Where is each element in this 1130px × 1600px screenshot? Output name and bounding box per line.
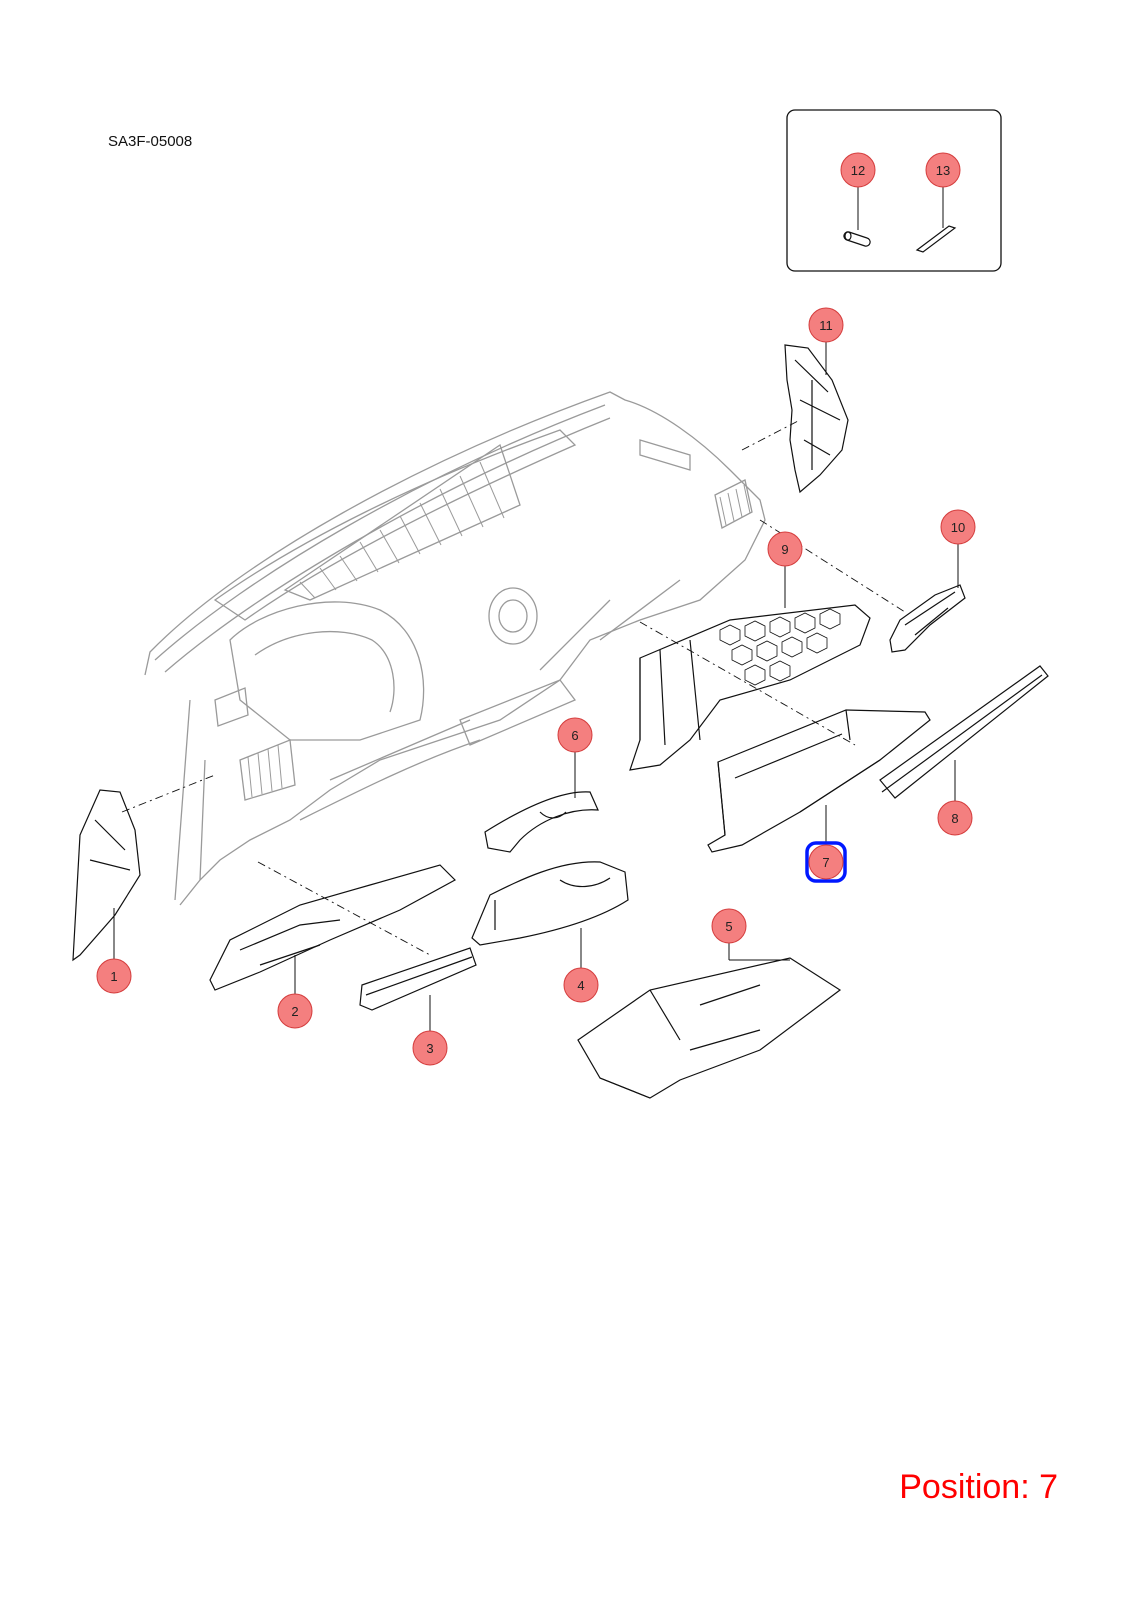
callout-8[interactable]: 8 (937, 800, 973, 836)
callout-circle (840, 152, 876, 188)
part-4-shroud-lower (471, 861, 629, 946)
callout-number: 13 (936, 163, 950, 178)
callout-number: 2 (291, 1004, 298, 1019)
position-label: Position: 7 (899, 1468, 1058, 1506)
part-6-shroud-upper (484, 791, 599, 853)
callout-number: 11 (819, 318, 833, 333)
callout-13[interactable]: 13 (925, 152, 961, 188)
callout-number: 9 (781, 542, 788, 557)
part-3-knee-cover (359, 947, 477, 1011)
callout-6[interactable]: 6 (557, 717, 593, 753)
callout-7[interactable]: 7 (805, 841, 847, 883)
callout-number: 12 (851, 163, 865, 178)
assembly-dash-lines (121, 419, 906, 956)
callout-3[interactable]: 3 (412, 1030, 448, 1066)
callout-5[interactable]: 5 (711, 908, 747, 944)
callout-circle (96, 958, 132, 994)
callout-2[interactable]: 2 (277, 993, 313, 1029)
part-11-end-panel (784, 344, 849, 494)
callout-circle (925, 152, 961, 188)
instrument-panel (144, 391, 766, 906)
callout-circle (808, 844, 844, 880)
callout-circle (767, 531, 803, 567)
callout-number: 6 (571, 728, 578, 743)
callout-circle (277, 993, 313, 1029)
callout-number: 10 (951, 520, 965, 535)
callout-number: 1 (110, 969, 117, 984)
part-8-trim-strip (879, 665, 1049, 799)
callout-number: 4 (577, 978, 584, 993)
callout-number: 7 (822, 855, 829, 870)
part-5-storage-tray (577, 957, 842, 1099)
callout-circle (563, 967, 599, 1003)
callout-4[interactable]: 4 (563, 967, 599, 1003)
callout-10[interactable]: 10 (940, 509, 976, 545)
callout-circle (808, 307, 844, 343)
callout-circle (557, 717, 593, 753)
selected-callout-outline (805, 841, 847, 883)
callout-12[interactable]: 12 (840, 152, 876, 188)
pad-part-13 (915, 225, 957, 253)
callout-circle (937, 800, 973, 836)
callout-circle (940, 509, 976, 545)
clip-part-12 (843, 231, 871, 247)
part-7-glovebox (707, 709, 931, 853)
callout-number: 3 (426, 1041, 433, 1056)
callout-1[interactable]: 1 (96, 958, 132, 994)
callout-number: 5 (725, 919, 732, 934)
leader-lines (113, 187, 959, 1031)
callout-9[interactable]: 9 (767, 531, 803, 567)
part-10-bracket (889, 584, 966, 653)
callout-circle (412, 1030, 448, 1066)
diagram-code: SA3F-05008 (108, 133, 193, 150)
callout-circle (711, 908, 747, 944)
small-parts-inset-box (786, 109, 1002, 272)
callout-number: 8 (951, 811, 958, 826)
part-1-left-trim (72, 789, 141, 962)
part-9-glovebox-housing (629, 604, 871, 771)
callout-11[interactable]: 11 (808, 307, 844, 343)
part-2-lower-dash-left (209, 864, 456, 991)
